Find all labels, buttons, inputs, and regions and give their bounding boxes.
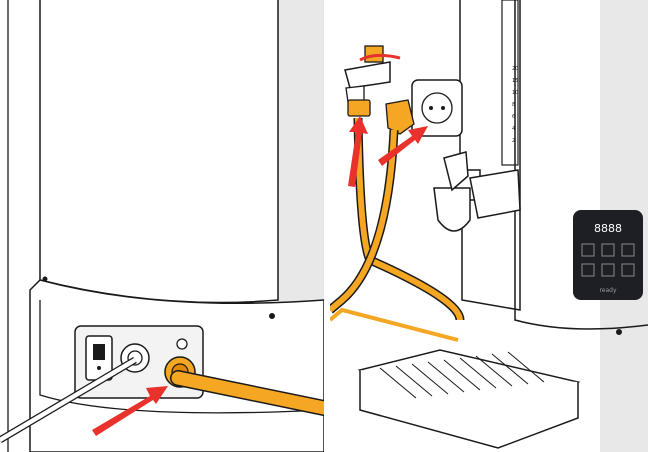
drip-tray-body [360,370,578,448]
dispensing-tap[interactable] [434,188,470,231]
screw [269,313,275,319]
status-label: ready [599,287,617,294]
display-digits: 8888 [594,222,622,235]
tap-bracket [470,170,520,218]
tap-handle[interactable] [444,152,468,190]
outlet-screw [177,339,187,349]
boiler-base-illustration [0,0,324,452]
switch-indicator [97,366,101,370]
hose-fitting [348,100,370,116]
left-illustration-panel [0,0,324,452]
water-tap [345,62,390,88]
boiler-body [40,0,278,303]
screw [43,277,48,282]
screw [616,329,622,335]
power-cord [330,310,458,340]
switch-rocker[interactable] [93,344,105,360]
socket-outlet [422,93,452,123]
socket-hole [429,106,433,110]
power-plug [386,100,414,134]
socket-hole [441,106,445,110]
